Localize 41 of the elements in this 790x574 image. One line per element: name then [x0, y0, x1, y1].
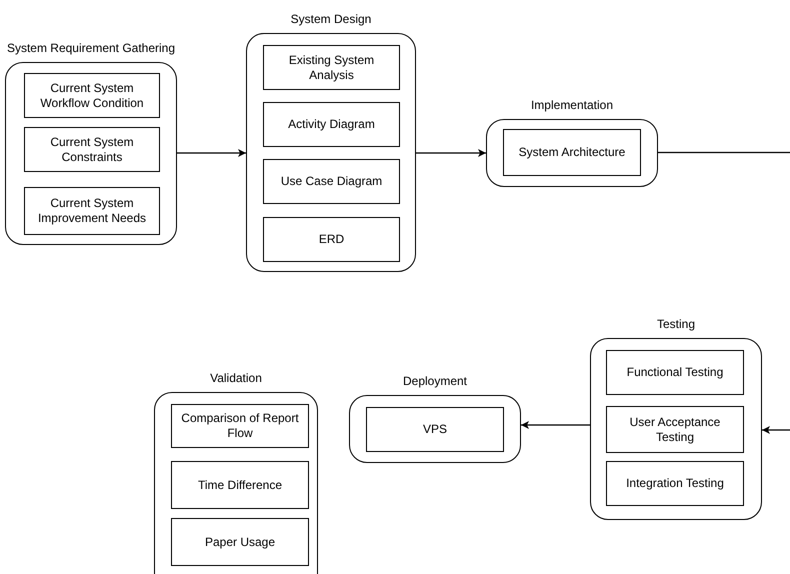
task-box: [24, 73, 160, 118]
task-box: [263, 45, 400, 90]
task-box: [24, 187, 160, 235]
task-label: Functional Testing: [626, 365, 724, 380]
task-label: System Architecture: [518, 145, 626, 160]
arrow: [521, 421, 590, 429]
task-box: [263, 102, 400, 147]
task-label: Current System Constraints: [49, 134, 135, 164]
task-box: [606, 350, 744, 395]
phase-title: Validation: [209, 371, 263, 387]
task-label: Activity Diagram: [287, 117, 376, 132]
task-label: Current System Improvement Needs: [36, 196, 148, 226]
phase-title: System Requirement Gathering: [6, 41, 176, 57]
task-box: [366, 407, 504, 452]
phase-title: Implementation: [530, 98, 614, 114]
task-label: Time Difference: [196, 478, 284, 492]
arrow: [416, 149, 486, 157]
task-box: [171, 518, 309, 566]
task-box: [171, 461, 309, 509]
task-label: Paper Usage: [204, 534, 276, 550]
phase-title: Deployment: [402, 374, 468, 390]
phase-title: System Design: [290, 12, 372, 28]
task-label: Current System Workflow Condition: [39, 80, 145, 110]
task-box: [263, 217, 400, 262]
task-box: [263, 159, 400, 204]
task-label: Existing System Analysis: [288, 52, 376, 82]
task-box: [606, 406, 744, 453]
connector-line: [658, 152, 790, 154]
task-box: [606, 461, 744, 506]
task-box: [503, 129, 641, 176]
phase-title: Testing: [656, 317, 696, 333]
task-label: ERD: [318, 232, 346, 247]
task-label: VPS: [422, 422, 448, 437]
task-box: [24, 127, 160, 172]
arrow: [762, 426, 790, 434]
arrow: [177, 149, 246, 157]
task-label: Use Case Diagram: [280, 174, 384, 189]
task-label: Integration Testing: [625, 476, 725, 491]
task-label: User Acceptance Testing: [628, 414, 722, 444]
task-box: [171, 404, 309, 448]
task-label: Comparison of Report Flow: [180, 411, 300, 441]
